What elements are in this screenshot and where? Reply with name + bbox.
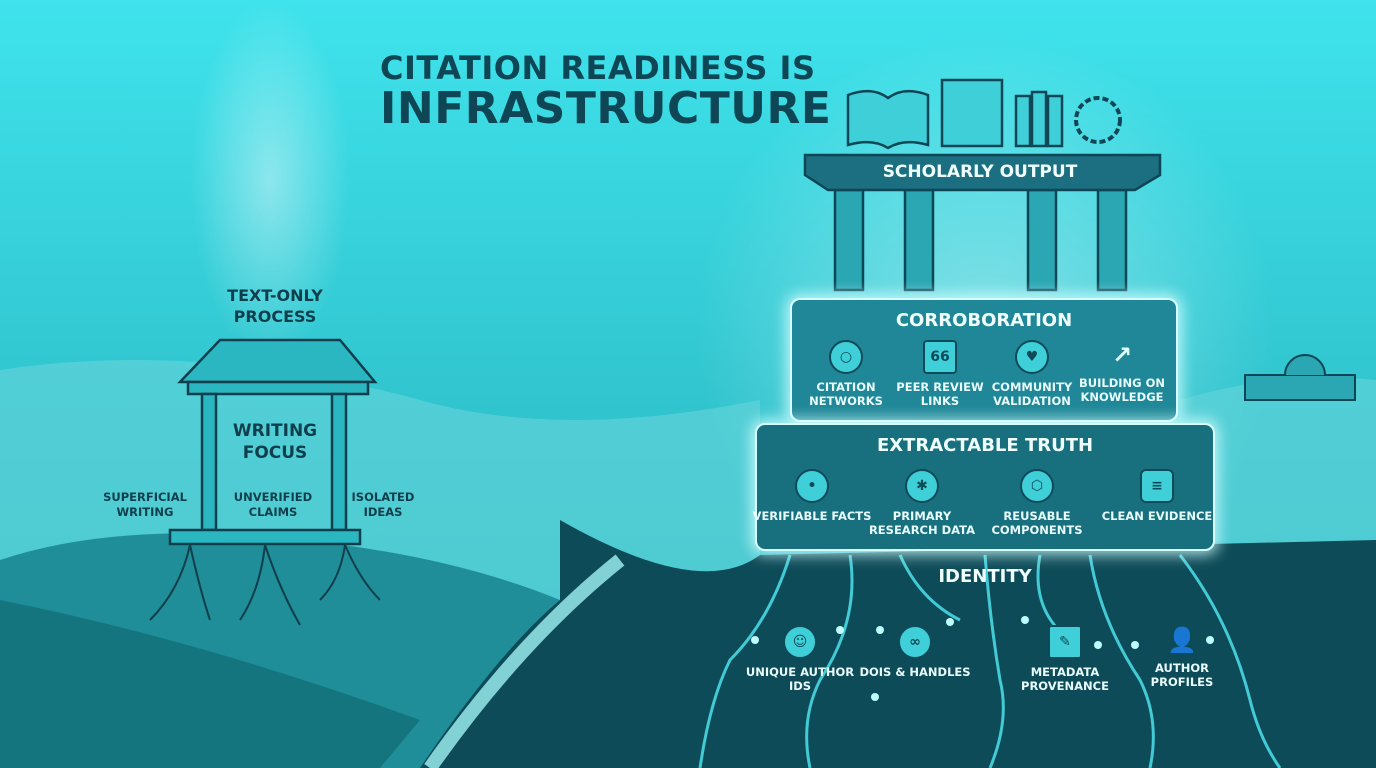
laurel-icon	[1074, 96, 1122, 144]
page-title: CITATION READINESS IS INFRASTRUCTURE	[380, 49, 832, 134]
text-only-process-label: TEXT-ONLY PROCESS	[227, 286, 323, 326]
corroboration-title: CORROBORATION	[895, 310, 1073, 331]
database-icon: ≡	[1140, 469, 1174, 503]
open-book-icon	[846, 89, 930, 150]
cluster-icon: ⬡	[1020, 469, 1054, 503]
title-line-1: CITATION READINESS IS	[380, 49, 816, 87]
quote-bubble-icon: 66	[923, 340, 957, 374]
item-author-profiles: 👤AUTHOR PROFILES	[1150, 626, 1214, 689]
issue-superficial-writing: SUPERFICIAL WRITING	[103, 490, 187, 519]
link-icon: ∞	[898, 625, 932, 659]
item-building-on-knowledge: ↗BUILDING ON KNOWLEDGE	[1078, 341, 1165, 404]
issue-unverified-claims: UNVERIFIED CLAIMS	[233, 490, 313, 519]
network-icon: ○	[829, 340, 863, 374]
hub-icon: ✱	[905, 469, 939, 503]
item-citation-networks: ○CITATION NETWORKS	[786, 340, 906, 408]
extractable-truth-panel: EXTRACTABLE TRUTH •VERIFIABLE FACTS ✱PRI…	[752, 423, 1217, 551]
title-line-2: INFRASTRUCTURE	[380, 82, 832, 134]
issue-isolated-ideas: ISOLATED IDEAS	[351, 490, 415, 519]
item-community-validation: ♥COMMUNITY VALIDATION	[972, 340, 1092, 408]
identity-title: IDENTITY	[938, 566, 1032, 587]
item-primary-research-data: ✱PRIMARY RESEARCH DATA	[862, 469, 982, 537]
item-reusable-components: ⬡REUSABLE COMPONENTS	[977, 469, 1097, 537]
writing-focus-label: WRITING FOCUS	[232, 421, 318, 463]
document-icon	[940, 78, 1004, 148]
item-dois-handles: ∞DOIs & HANDLEs	[855, 625, 975, 679]
user-circle-icon: ☺	[783, 625, 817, 659]
item-clean-evidence: ≡CLEAN EVIDENCE	[1097, 469, 1217, 523]
document-pen-icon: ✎	[1048, 625, 1082, 659]
community-icon: ♥	[1015, 340, 1049, 374]
item-metadata-provenance: ✎METADATA PROVENANCE	[1005, 625, 1125, 693]
item-unique-author-ids: ☺UNIQUE AUTHOR IDs	[740, 625, 860, 693]
node-graph-icon: •	[795, 469, 829, 503]
item-verifiable-facts: •VERIFIABLE FACTS	[752, 469, 872, 523]
extractable-truth-title: EXTRACTABLE TRUTH	[876, 435, 1094, 456]
pavilion	[168, 338, 378, 546]
books-icon	[1014, 94, 1032, 148]
user-icon: 👤	[1167, 626, 1197, 654]
trend-up-icon: ↗	[1111, 341, 1133, 369]
scholarly-output-label: SCHOLARLY OUTPUT	[882, 162, 1078, 182]
